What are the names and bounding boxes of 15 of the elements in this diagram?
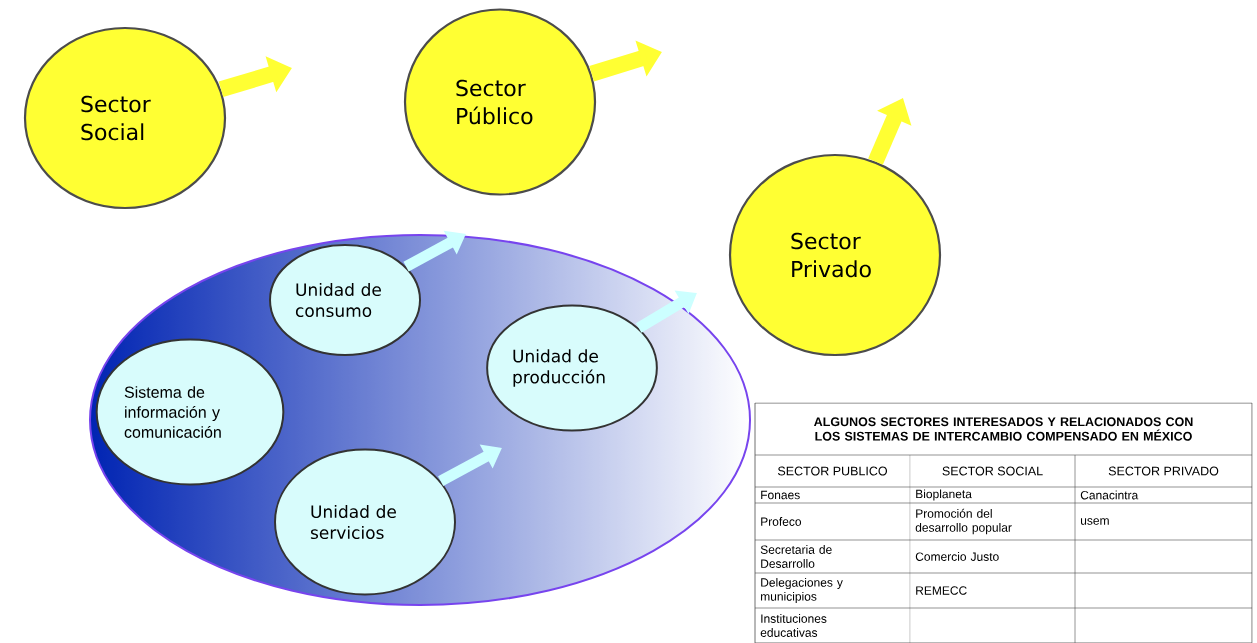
- table-cell-text: Canacintra: [1080, 490, 1139, 500]
- table-cell-text: Delegaciones y municipios: [761, 577, 843, 604]
- table-cell-text: REMECC: [916, 586, 967, 595]
- column-header: SECTOR PRIVADO: [1108, 466, 1219, 476]
- table-cell-text: Secretaria de Desarrollo: [760, 545, 832, 568]
- table-cell-text: Instituciones educativas: [760, 614, 827, 637]
- table-cell-text: Bioplaneta: [916, 489, 972, 501]
- table-cell-text: Fonaes: [761, 490, 800, 500]
- table-cell-text: Comercio Justo: [915, 552, 999, 561]
- table-cell-text: Profeco: [761, 517, 802, 526]
- table-title: ALGUNOS SECTORES INTERESADOS Y RELACIONADOS CON LOS SISTEMAS DE INTERCAMBIO COMPENSADO EN MÉXICO: [814, 417, 1193, 441]
- column-header: SECTOR SOCIAL: [942, 466, 1043, 476]
- table-cell-text: usem: [1081, 518, 1109, 525]
- column-header: SECTOR PUBLICO: [777, 466, 887, 476]
- table-cell-text: Promoción del desarrollo popular: [915, 508, 1012, 535]
